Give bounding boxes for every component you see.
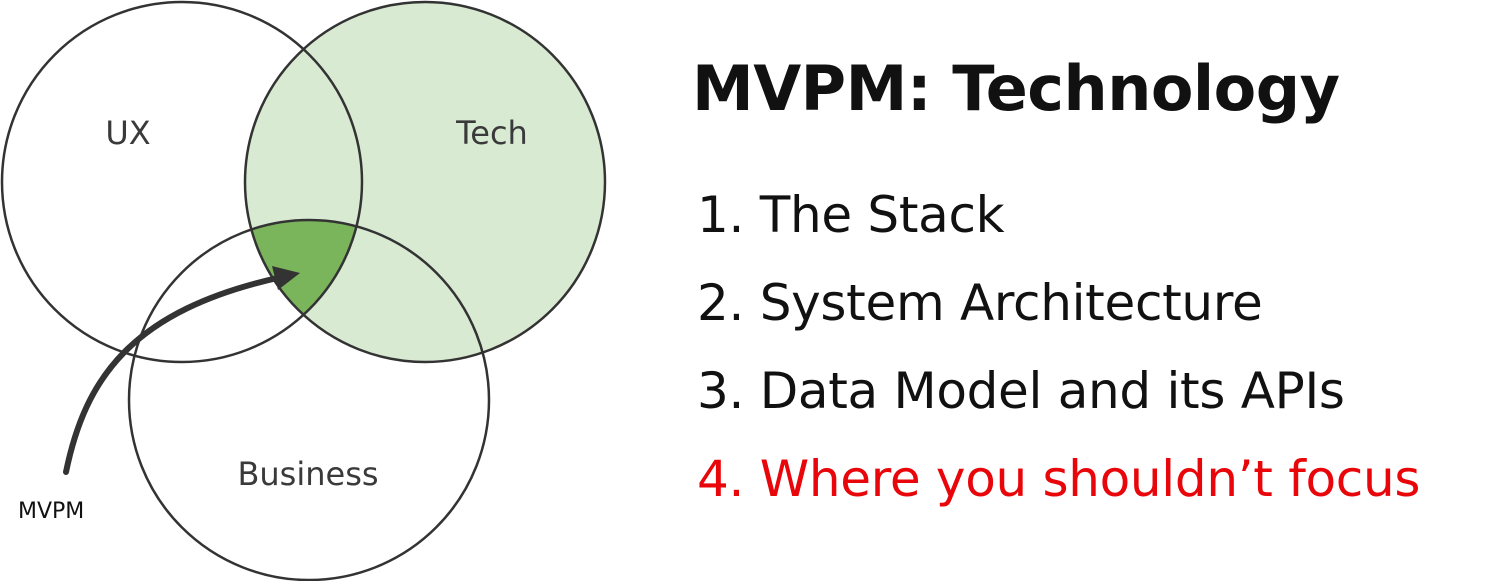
agenda-item-stack: 1. The Stack [697, 186, 1005, 244]
agenda-item-architecture: 2. System Architecture [697, 274, 1263, 332]
business-circle [127, 218, 491, 581]
mvpm-pointer-arrow [63, 274, 285, 475]
agenda-list: 1. The Stack 2. System Architecture 3. D… [697, 180, 1420, 532]
ux-circle [0, 0, 364, 364]
agenda-item-focus: 4. Where you shouldn’t focus [697, 450, 1421, 508]
tech-label: Tech [455, 114, 528, 152]
arrow-head-icon [272, 266, 300, 290]
ux-label: UX [105, 114, 150, 152]
mvpm-pointer-label: MVPM [18, 499, 84, 524]
slide-title: MVPM: Technology [692, 52, 1340, 125]
tech-circle [243, 0, 607, 364]
business-label: Business [237, 455, 378, 493]
agenda-item-data-model: 3. Data Model and its APIs [697, 362, 1345, 420]
venn-diagram: UX Tech Business MVPM [0, 0, 607, 581]
